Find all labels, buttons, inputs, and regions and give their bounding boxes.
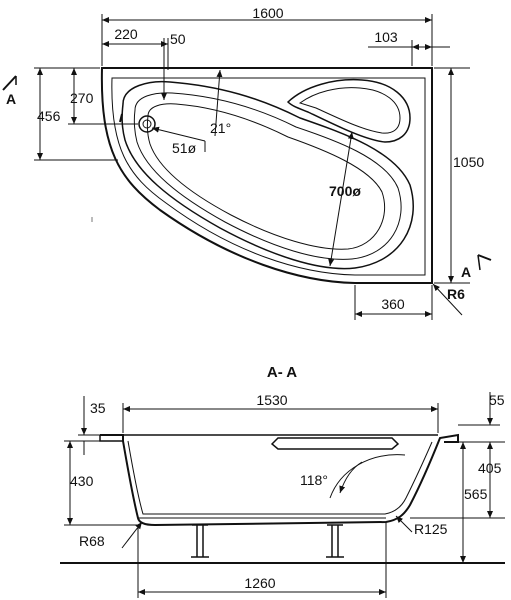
- overflow-mark: [119, 113, 123, 123]
- dim-700-radius: 700ø: [329, 183, 361, 199]
- basin-floor: [146, 103, 386, 250]
- section-seat: [329, 454, 406, 499]
- section-mark-top: [2, 75, 17, 91]
- dim-565: 565: [464, 486, 488, 502]
- tub-outer-outline: [100, 67, 433, 284]
- dim-220: 220: [114, 26, 138, 42]
- section-title: A- A: [267, 364, 297, 381]
- dim-55: 55: [489, 392, 505, 408]
- section-label-bottom: A: [461, 264, 471, 280]
- headrest-inner: [298, 87, 401, 134]
- drain-inner: [142, 119, 152, 129]
- dim-270: 270: [70, 90, 94, 106]
- dim-1050: 1050: [453, 154, 484, 170]
- dim-35: 35: [90, 400, 106, 416]
- dim-r125: R125: [414, 521, 448, 537]
- dim-1260: 1260: [244, 575, 275, 591]
- leg-left: [191, 524, 209, 558]
- top-view: 1600 220 50 103 270 456 A 21°: [2, 5, 492, 320]
- leg-right: [326, 524, 344, 558]
- tub-rim-line: [111, 77, 426, 276]
- dim-1600: 1600: [252, 5, 283, 21]
- section-headrest: [270, 437, 400, 450]
- section-view: A- A 35: [60, 364, 505, 598]
- basin-outer: [121, 80, 414, 270]
- dim-405: 405: [478, 460, 502, 476]
- dim-360: 360: [381, 296, 405, 312]
- section-label-top: A: [6, 91, 16, 107]
- dim-50: 50: [170, 31, 186, 47]
- dim-118deg: 118°: [300, 472, 328, 488]
- dim-r6: R6: [447, 286, 465, 302]
- dim-430: 430: [70, 473, 94, 489]
- dim-1530: 1530: [256, 392, 287, 408]
- dim-21deg: 21°: [210, 120, 231, 136]
- drain-outer: [138, 115, 156, 133]
- dim-103: 103: [374, 29, 398, 45]
- section-mark-bottom: [477, 254, 492, 261]
- headrest-outer: [286, 78, 411, 143]
- dim-456: 456: [37, 108, 61, 124]
- dim-r68: R68: [79, 533, 105, 549]
- section-inner-profile: [127, 440, 433, 515]
- dim-51-drain: 51ø: [172, 140, 197, 156]
- basin-inner: [133, 92, 402, 260]
